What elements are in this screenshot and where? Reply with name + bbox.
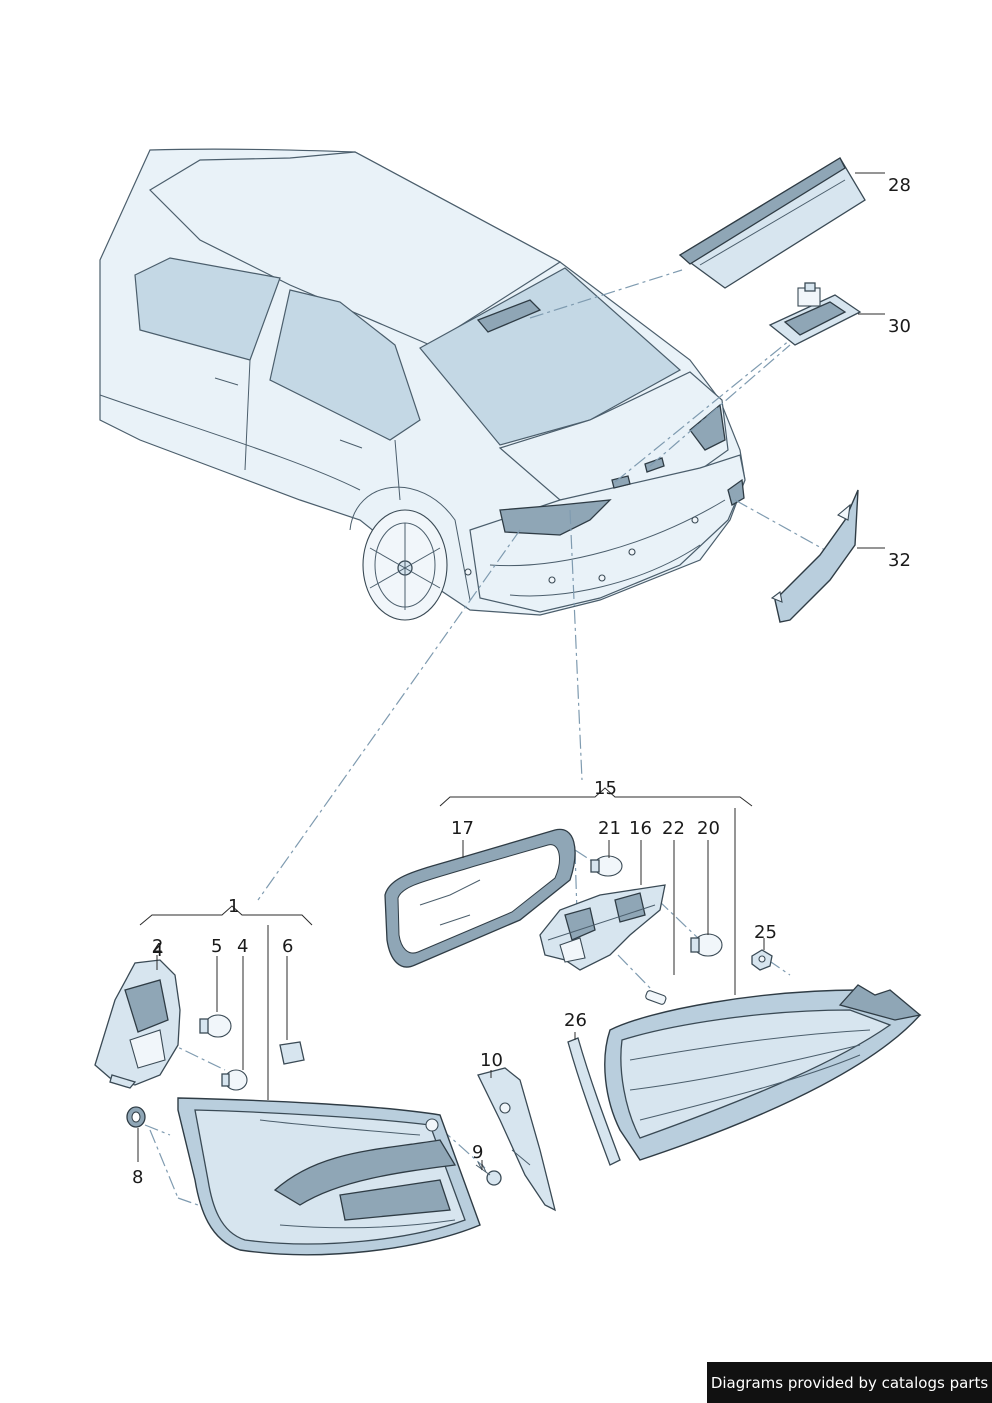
callout-17: 17 xyxy=(451,818,474,839)
bulbs-inner-light xyxy=(590,855,723,1005)
part-25-nut xyxy=(751,949,773,971)
part-1-outer-tail-light xyxy=(177,1097,481,1256)
part-2-bulb-carrier xyxy=(94,959,181,1089)
callout-21: 21 xyxy=(598,818,621,839)
part-15-inner-tail-light xyxy=(604,984,922,1161)
part-26-seal xyxy=(567,1037,621,1166)
callout-20: 20 xyxy=(697,818,720,839)
callout-6: 6 xyxy=(282,936,293,957)
callout-16: 16 xyxy=(629,818,652,839)
part-30-plate-light xyxy=(768,282,862,346)
callout-25: 25 xyxy=(754,922,777,943)
callout-5: 5 xyxy=(211,936,222,957)
leader-lines xyxy=(137,172,885,1170)
callout-8: 8 xyxy=(132,1167,143,1188)
part-16-bulb-carrier xyxy=(539,884,666,971)
callout-10: 10 xyxy=(480,1050,503,1071)
callout-labels: 28 30 32 15 17 21 16 22 20 25 26 10 9 1 … xyxy=(132,175,911,1188)
bulbs-outer-light xyxy=(199,1014,305,1091)
callout-15: 15 xyxy=(594,778,617,799)
callout-30: 30 xyxy=(888,316,911,337)
part-28-brake-light xyxy=(678,157,866,289)
part-8-grommet xyxy=(126,1106,146,1128)
callout-4: 4 xyxy=(237,936,248,957)
car-illustration xyxy=(99,148,746,621)
part-17-gasket xyxy=(384,828,576,968)
callout-26: 26 xyxy=(564,1010,587,1031)
callout-28: 28 xyxy=(888,175,911,196)
part-32-reflector xyxy=(770,489,859,623)
part-10-bracket xyxy=(477,1067,556,1212)
credit-banner: Diagrams provided by catalogs parts xyxy=(707,1362,992,1403)
part-9-screw xyxy=(475,1161,502,1186)
callout-4-carrier: 4 xyxy=(152,940,163,961)
credit-text: Diagrams provided by catalogs parts xyxy=(710,1373,989,1392)
callout-1: 1 xyxy=(228,896,239,917)
callout-22: 22 xyxy=(662,818,685,839)
callout-2: 2 xyxy=(152,936,163,957)
callout-9: 9 xyxy=(472,1142,483,1163)
callout-32: 32 xyxy=(888,550,911,571)
